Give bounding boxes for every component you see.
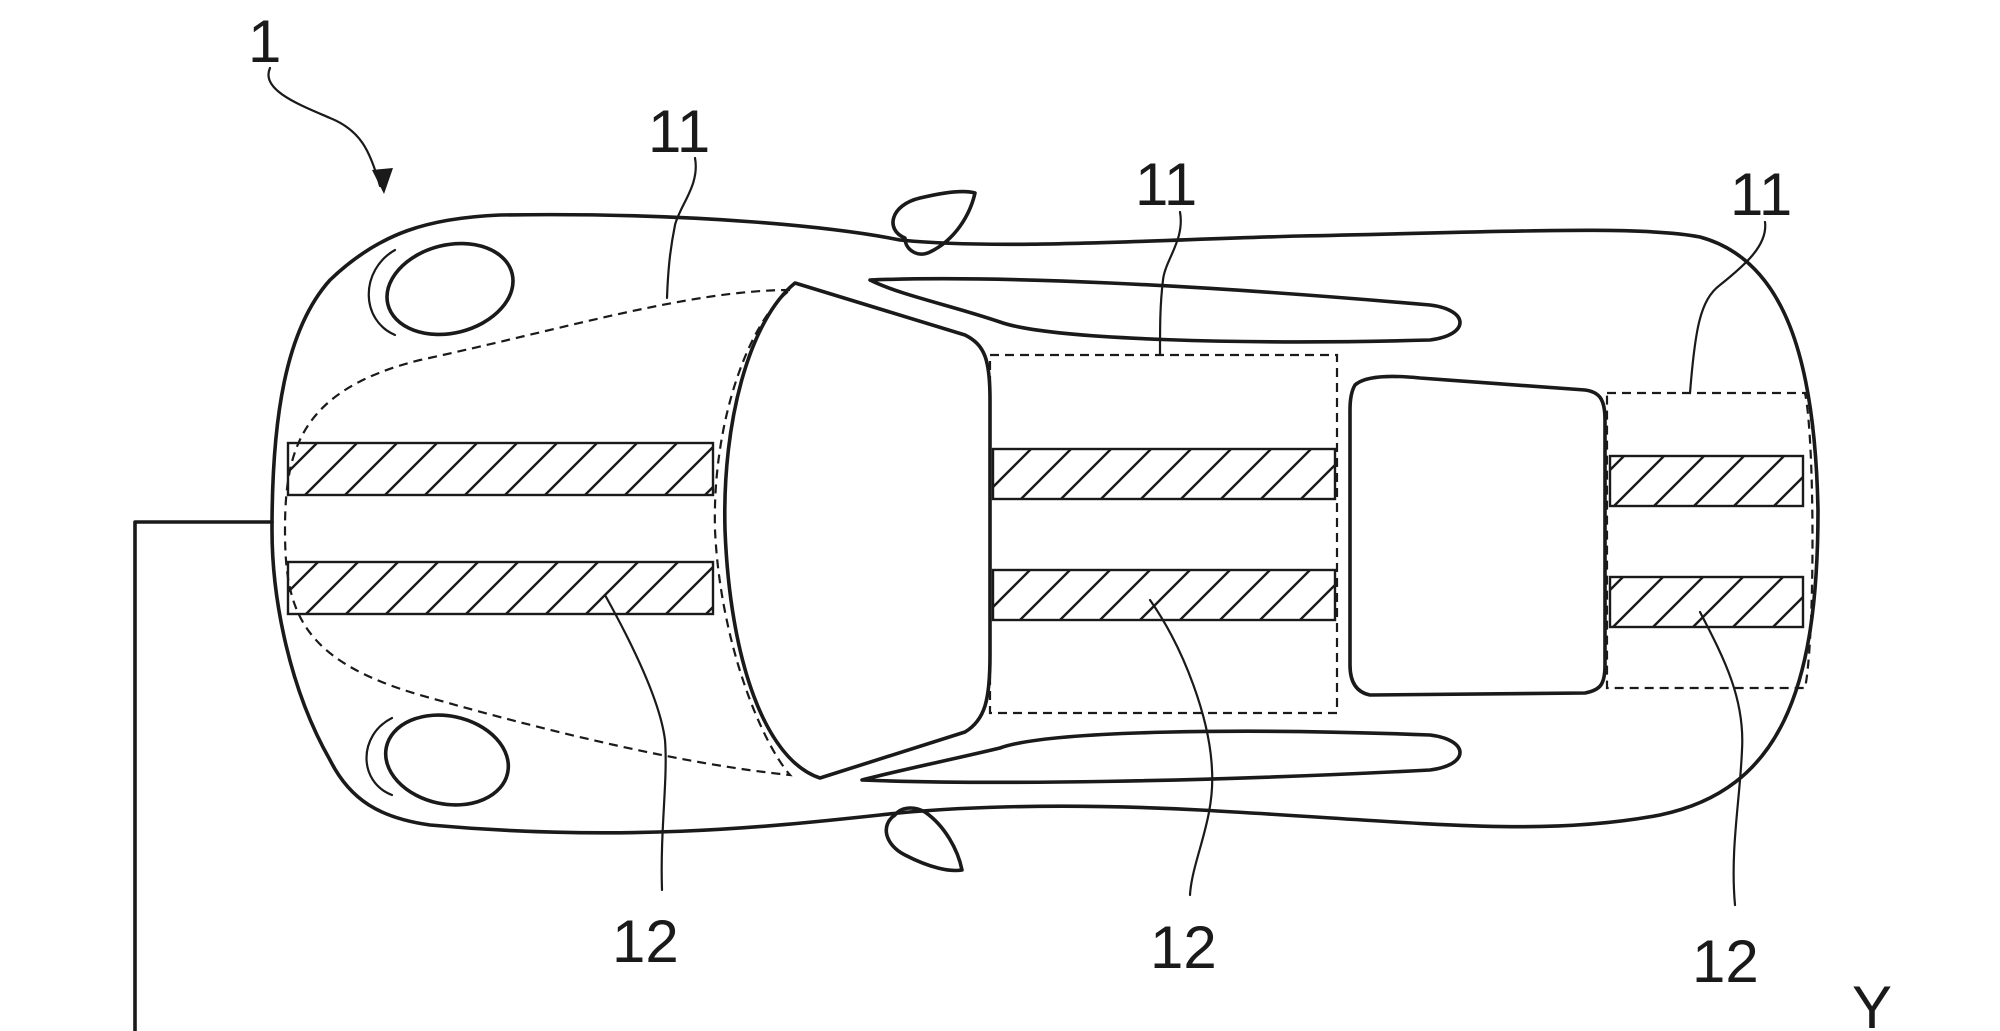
label-axis-y: Y	[1852, 974, 1892, 1031]
heater-strip-rear-top	[1608, 454, 1805, 508]
heater-strip-center-top	[991, 447, 1337, 501]
label-12-rear: 12	[1692, 928, 1759, 995]
heater-strip-rear-bottom	[1608, 575, 1805, 629]
film-region-center	[988, 353, 1339, 715]
label-11-front: 11	[648, 98, 710, 165]
side-window-bottom	[860, 729, 1462, 785]
vehicle-ref-arrowhead	[372, 168, 393, 194]
leader-11-rear	[1688, 220, 1767, 395]
heater-strip-center-bottom	[991, 568, 1337, 622]
label-12-front: 12	[612, 908, 679, 975]
mirror-bottom	[884, 806, 964, 873]
leader-11-center	[1158, 210, 1182, 357]
leader-12-center	[1148, 598, 1214, 897]
vehicle-ref-arrow	[267, 66, 382, 188]
heater-strip-front-bottom	[286, 560, 715, 616]
label-11-rear: 11	[1730, 161, 1792, 228]
windshield	[722, 281, 992, 780]
label-12-center: 12	[1150, 914, 1217, 981]
headlight-top-rim	[367, 248, 397, 337]
film-region-front	[283, 288, 794, 777]
film-region-rear	[1605, 391, 1814, 690]
label-11-center: 11	[1135, 151, 1197, 218]
vehicle-body-outline	[270, 212, 1820, 835]
leader-12-rear	[1698, 610, 1744, 907]
rear-window	[1348, 374, 1607, 697]
heater-strip-front-top	[286, 441, 715, 497]
mirror-top	[891, 189, 977, 256]
label-figure-ref: 1	[248, 8, 281, 75]
headlight-bottom	[383, 713, 511, 807]
leader-12-front	[603, 593, 667, 892]
headlight-bottom-rim	[365, 716, 394, 797]
side-window-top	[868, 276, 1462, 344]
headlight-top	[385, 241, 515, 337]
axis-bracket-line	[133, 520, 274, 1031]
leader-11-front	[665, 156, 697, 300]
